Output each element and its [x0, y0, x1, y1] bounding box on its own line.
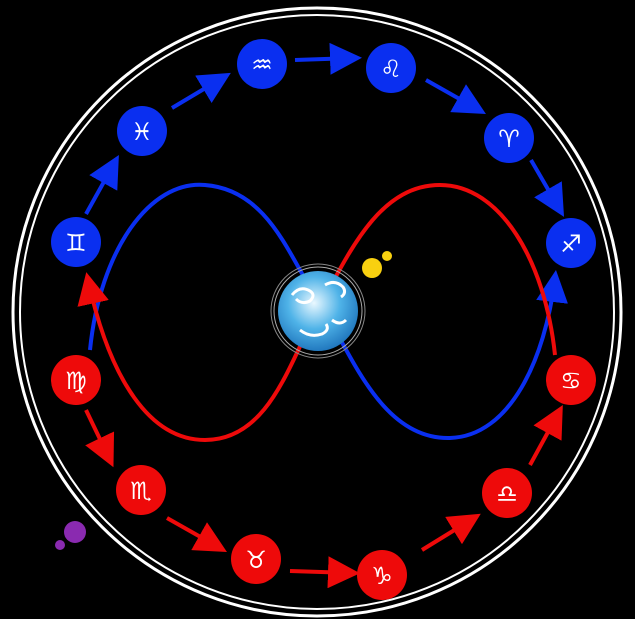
cancer-circle [546, 355, 596, 405]
scorpio-circle [116, 465, 166, 515]
capricorn-circle [357, 550, 407, 600]
pisces-icon: ♓ [131, 118, 153, 146]
arrow-libra-cancer [528, 404, 563, 466]
sagittarius-icon: ♐ [560, 230, 582, 258]
blue-sign-group: ♊ ♓ ♒ ♌ ♈ ♐ [51, 39, 596, 268]
leo-circle [366, 43, 416, 93]
sign-node-libra: ♎ [482, 468, 532, 518]
sun-icon [362, 258, 382, 278]
aries-icon: ♈ [498, 125, 520, 153]
sign-node-virgo: ♍ [51, 355, 101, 405]
arrow-gemini-pisces [84, 155, 119, 215]
red-sign-group: ♍ ♏ ♉ ♑ ♎ ♋ [51, 355, 596, 600]
arrow-leo-aries [425, 78, 486, 114]
sign-node-aries: ♈ [484, 113, 534, 163]
arrow-capricorn-libra [420, 513, 481, 552]
arrow-virgo-scorpio [84, 409, 115, 468]
sign-node-scorpio: ♏ [116, 465, 166, 515]
sign-node-leo: ♌ [366, 43, 416, 93]
sign-node-aquarius: ♒ [237, 39, 287, 89]
inner-ring [19, 14, 615, 610]
libra-icon: ♎ [496, 480, 518, 508]
sun-small-icon [382, 251, 392, 261]
blue-arrows [84, 42, 565, 217]
taurus-circle [231, 534, 281, 584]
gemini-circle [51, 217, 101, 267]
aquarius-icon: ♒ [251, 51, 273, 79]
red-arrows [84, 404, 563, 589]
arrow-pisces-aquarius [170, 72, 231, 110]
libra-circle [482, 468, 532, 518]
moon-icon [55, 540, 65, 550]
sagittarius-circle [546, 218, 596, 268]
scorpio-icon: ♏ [130, 477, 152, 505]
virgo-circle [51, 355, 101, 405]
sign-node-taurus: ♉ [231, 534, 281, 584]
aquarius-circle [237, 39, 287, 89]
sign-node-capricorn: ♑ [357, 550, 407, 600]
gemini-icon: ♊ [65, 229, 87, 257]
sign-node-sagittarius: ♐ [546, 218, 596, 268]
capricorn-icon: ♑ [371, 562, 393, 590]
arrow-aquarius-leo [294, 42, 362, 75]
arrow-scorpio-taurus [166, 516, 227, 552]
planet-icon [64, 521, 86, 543]
cancer-icon: ♋ [560, 367, 582, 395]
sign-node-pisces: ♓ [117, 106, 167, 156]
pisces-circle [117, 106, 167, 156]
virgo-icon: ♍ [65, 367, 87, 395]
arrow-taurus-capricorn [289, 556, 360, 589]
earth-icon [270, 263, 366, 359]
outer-ring [11, 6, 623, 618]
aries-circle [484, 113, 534, 163]
sign-node-gemini: ♊ [51, 217, 101, 267]
taurus-icon: ♉ [245, 546, 267, 574]
leo-icon: ♌ [380, 55, 402, 83]
arrow-aries-sagittarius [529, 158, 565, 217]
sign-node-cancer: ♋ [546, 355, 596, 405]
